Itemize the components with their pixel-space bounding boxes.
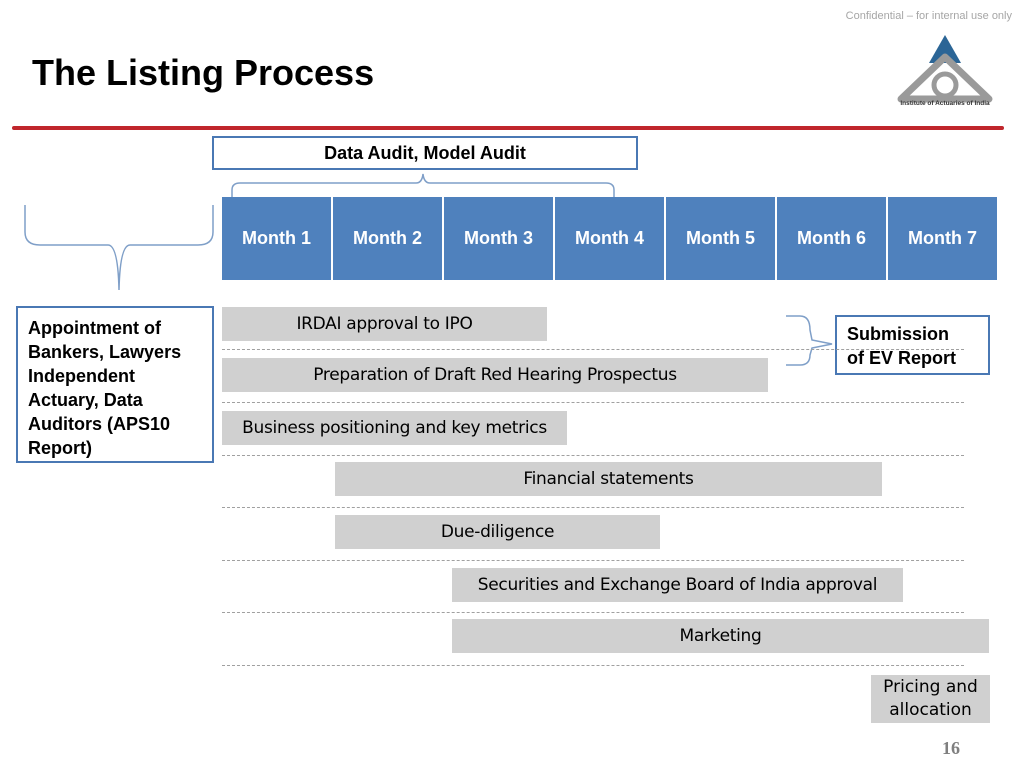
row-divider	[222, 612, 964, 613]
row-divider	[222, 665, 964, 666]
month-header: Month 6	[777, 197, 886, 280]
page-number: 16	[942, 738, 960, 758]
month-header: Month 5	[666, 197, 775, 280]
row-divider	[222, 402, 964, 403]
task-bar-due-diligence: Due-diligence	[335, 515, 660, 549]
task-bar-financial-statements: Financial statements	[335, 462, 882, 496]
appointment-line: Independent	[28, 366, 135, 386]
page-title: The Listing Process	[32, 52, 375, 93]
row-divider	[222, 560, 964, 561]
ev-report-line: of EV Report	[847, 348, 957, 368]
row-divider	[222, 349, 964, 350]
ev-report-box: Submission of EV Report	[835, 315, 990, 375]
task-bar-prospectus: Preparation of Draft Red Hearing Prospec…	[222, 358, 768, 392]
appointment-line: Report)	[28, 438, 92, 458]
row-divider	[222, 507, 964, 508]
appointment-line: Appointment of	[28, 318, 161, 338]
month-header: Month 7	[888, 197, 997, 280]
month-header: Month 2	[333, 197, 442, 280]
task-bar-irdai: IRDAI approval to IPO	[222, 307, 547, 341]
ev-report-line: Submission	[847, 324, 950, 344]
pricing-line: Pricing and	[883, 677, 978, 697]
appointment-line: Bankers, Lawyers	[28, 342, 182, 362]
task-bar-business-positioning: Business positioning and key metrics	[222, 411, 567, 445]
task-bar-sebi-approval: Securities and Exchange Board of India a…	[452, 568, 903, 602]
row-divider	[222, 455, 964, 456]
title-divider	[12, 126, 1004, 130]
appointment-box: Appointment of Bankers, Lawyers Independ…	[16, 306, 214, 463]
month-header: Month 3	[444, 197, 553, 280]
appointment-line: Actuary, Data	[28, 390, 143, 410]
task-bar-marketing: Marketing	[452, 619, 989, 653]
confidential-label: Confidential – for internal use only	[845, 10, 1012, 22]
appointment-line: Auditors (APS10	[28, 414, 171, 434]
task-bar-pricing: Pricing and allocation	[871, 675, 990, 723]
month-header: Month 1	[222, 197, 331, 280]
institute-logo-icon	[897, 35, 993, 103]
pricing-line: allocation	[889, 700, 972, 720]
logo-caption: Institute of Actuaries of India	[900, 100, 990, 107]
audit-box: Data Audit, Model Audit	[212, 136, 638, 170]
month-header: Month 4	[555, 197, 664, 280]
